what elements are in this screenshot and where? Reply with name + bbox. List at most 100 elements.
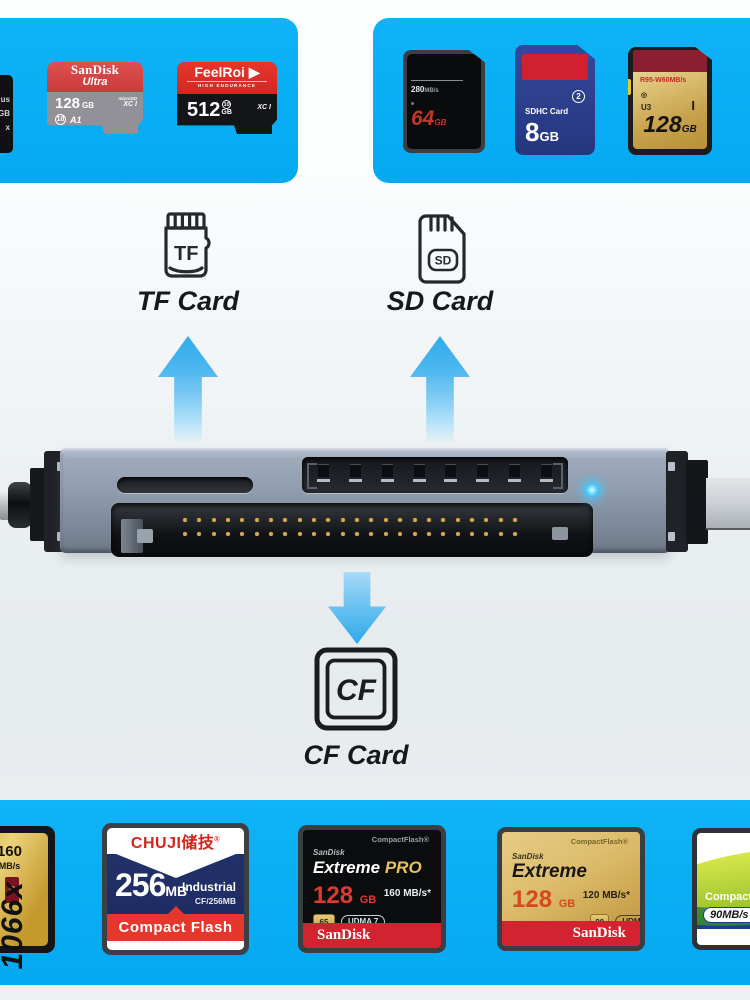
capacity-unit: GB: [82, 101, 95, 110]
cf-dot: [197, 532, 202, 536]
speed-label: 160 MB/s*: [383, 888, 431, 899]
cf-dot: [297, 532, 302, 536]
right-connector-base: [686, 460, 708, 544]
speed-label: 280MB/s: [411, 85, 439, 94]
card-brand-band: SanDisk Ultra: [47, 62, 143, 92]
fragment-text: x: [5, 123, 10, 132]
black-sd-card: 280MB/s 64GB: [403, 50, 485, 153]
sd-pin: [444, 464, 458, 482]
capacity-detail: 10 GB: [221, 100, 232, 116]
brand-stripe: SanDisk: [303, 923, 441, 948]
divider: [411, 80, 463, 81]
gold-1066x-cf-card: 160 MB/s S 1066x: [0, 826, 55, 969]
series-name: Ultra: [82, 76, 108, 88]
lock-slider: [628, 79, 631, 95]
brand-wordmark: SanDisk: [572, 925, 626, 941]
sd-pin: [476, 464, 490, 482]
card-face: R95-W60MB/s ◎ U3 I 128GB: [633, 50, 707, 149]
card-face: CHUJI储技® Industrial CF/256MB 256MB Compa…: [107, 828, 244, 950]
sd-pin: [317, 464, 330, 482]
cf-dot: [283, 532, 288, 536]
pointer-shape: [167, 906, 184, 914]
sd-card-label: SD Card: [386, 286, 494, 316]
chuji-cf-card: CHUJI储技® Industrial CF/256MB 256MB Compa…: [102, 823, 249, 955]
fragment-text: us: [0, 95, 10, 104]
cf-card-icon: CF: [314, 647, 398, 731]
tf-card-slot[interactable]: [117, 477, 253, 493]
sd-card-icon: SD: [418, 214, 466, 284]
capacity-value: 8GB: [525, 117, 559, 147]
brand-wordmark: FeelRoi ▶: [194, 64, 260, 80]
cf-dot: [211, 518, 216, 522]
sdhc-card: 2 SDHC Card 8GB: [515, 45, 595, 155]
card-face: CompactFlash® SanDisk Extreme PRO 128 GB…: [303, 830, 441, 948]
cf-pin-row: [183, 518, 517, 522]
cf-dot: [512, 532, 517, 536]
slot-tab: [552, 527, 568, 540]
sd-card-slot[interactable]: [302, 457, 568, 493]
capacity-unit: GB: [221, 109, 232, 116]
usb-plug-tip: [0, 490, 10, 520]
svg-text:TF: TF: [174, 243, 198, 265]
card-brand-band: FeelRoi ▶ HIGH ENDURANCE: [177, 62, 277, 94]
speed-class-badge: 10: [222, 100, 232, 109]
slot-bracket: [307, 463, 317, 489]
cf-dot: [455, 532, 460, 536]
cf-dot: [455, 518, 460, 522]
sandisk-extreme-cf-card: CompactFlash® SanDisk Extreme 128 GB 120…: [497, 827, 645, 951]
cf-dot: [355, 532, 360, 536]
cf-dot: [312, 518, 317, 522]
brand-stripe: SanDisk: [502, 921, 640, 946]
capacity-value: 128 GB: [313, 882, 377, 909]
cf-dot: [269, 532, 274, 536]
cf-dot: [412, 518, 417, 522]
capacity-value: 128 GB: [512, 886, 576, 913]
cf-dot: [254, 518, 259, 522]
maroon-band: [633, 50, 707, 72]
brand-wordmark: SanDisk: [317, 927, 371, 943]
u-class-badge: U3: [641, 103, 652, 112]
tf-card-label: TF Card: [136, 286, 239, 316]
cf-card-slot[interactable]: [111, 503, 593, 557]
tagline: HIGH ENDURANCE: [197, 83, 257, 88]
capacity-value: 512: [187, 99, 221, 121]
card-type-label: CompactFlash®: [371, 835, 429, 844]
slot-bracket: [553, 463, 563, 489]
cf-dot: [326, 518, 331, 522]
cf-dot: [312, 532, 317, 536]
power-led: [585, 483, 599, 497]
red-band: [522, 54, 588, 80]
dot: [411, 102, 414, 105]
sandisk-extreme-pro-cf-card: CompactFlash® SanDisk Extreme PRO 128 GB…: [298, 825, 446, 953]
card-type-label: CompactFlash®: [570, 837, 628, 846]
speed-label: 90MB/s: [703, 907, 750, 923]
tf-cards-banner: us GB x SanDisk Ultra 128 GB microSD XC …: [0, 18, 298, 183]
bus-mode: I: [691, 98, 695, 113]
capacity-value: 64GB: [411, 107, 447, 130]
sd-pin: [412, 464, 426, 482]
cf-dot: [398, 518, 403, 522]
white-green-cf-card-partial: Compactf 90MB/s: [692, 828, 750, 950]
brand-band: CHUJI储技®: [107, 828, 244, 854]
format-type: XC I: [123, 101, 137, 108]
logo-fragment: S: [5, 877, 19, 903]
cf-dot: [226, 518, 231, 522]
cf-dot: [412, 532, 417, 536]
sd-pin: [539, 464, 553, 482]
cf-pin-row: [183, 532, 517, 536]
cf-dot: [383, 518, 388, 522]
card-body: Industrial CF/256MB 256MB: [107, 854, 244, 914]
sd-pin: [508, 464, 522, 482]
cf-dot: [211, 532, 216, 536]
cf-dot: [197, 518, 202, 522]
card-face: [407, 54, 481, 149]
speed-label: 160 MB/s: [0, 843, 22, 871]
speed-symbol: ◎: [641, 92, 648, 99]
cf-dot: [512, 518, 517, 522]
right-end-cap: [666, 451, 688, 552]
cf-dot: [355, 518, 360, 522]
brand-wordmark: SanDisk: [70, 62, 120, 77]
cf-dot: [498, 532, 503, 536]
format-type: XC I: [257, 104, 271, 111]
